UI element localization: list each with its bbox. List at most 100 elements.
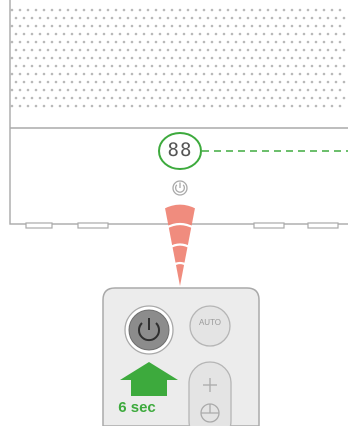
grille-hole: [235, 89, 238, 92]
grille-hole: [243, 73, 246, 76]
grille-hole: [87, 49, 90, 52]
grille-hole: [203, 9, 206, 12]
grille-hole: [183, 81, 186, 84]
grille-hole: [163, 9, 166, 12]
grille-hole: [83, 9, 86, 12]
grille-hole: [67, 25, 70, 28]
grille-hole: [171, 89, 174, 92]
grille-hole: [35, 25, 38, 28]
grille-hole: [199, 65, 202, 68]
hold-duration-label: 6 sec: [112, 399, 162, 416]
grille-hole: [191, 65, 194, 68]
grille-hole: [175, 49, 178, 52]
grille-hole: [307, 57, 310, 60]
grille-hole: [235, 25, 238, 28]
grille-hole: [75, 89, 78, 92]
grille-hole: [27, 9, 30, 12]
grille-hole: [79, 81, 82, 84]
grille-hole: [55, 81, 58, 84]
grille-hole: [283, 105, 286, 108]
grille-hole: [23, 65, 26, 68]
device-foot: [78, 223, 108, 228]
grille-hole: [11, 89, 14, 92]
grille-hole: [71, 97, 74, 100]
grille-hole: [323, 89, 326, 92]
grille-hole: [199, 49, 202, 52]
grille-hole: [247, 65, 250, 68]
grille-hole: [339, 73, 342, 76]
grille-hole: [71, 17, 74, 20]
grille-hole: [327, 33, 330, 36]
grille-hole: [31, 65, 34, 68]
grille-hole: [143, 49, 146, 52]
grille-hole: [151, 49, 154, 52]
grille-hole: [331, 89, 334, 92]
grille-hole: [127, 81, 130, 84]
grille-hole: [195, 73, 198, 76]
grille-hole: [247, 81, 250, 84]
grille-hole: [51, 25, 54, 28]
grille-hole: [231, 65, 234, 68]
grille-hole: [195, 41, 198, 44]
grille-hole: [51, 105, 54, 108]
grille-hole: [255, 33, 258, 36]
grille-hole: [255, 17, 258, 20]
grille-hole: [151, 65, 154, 68]
device-body: [10, 0, 348, 224]
grille-hole: [279, 17, 282, 20]
grille-hole: [323, 9, 326, 12]
grille-hole: [67, 105, 70, 108]
grille-hole: [155, 9, 158, 12]
grille-hole: [267, 73, 270, 76]
grille-hole: [147, 9, 150, 12]
grille-hole: [231, 17, 234, 20]
grille-hole: [47, 65, 50, 68]
grille-hole: [179, 57, 182, 60]
grille-hole: [51, 89, 54, 92]
grille-hole: [199, 97, 202, 100]
grille-hole: [31, 49, 34, 52]
grille-hole: [67, 41, 70, 44]
grille-hole: [143, 81, 146, 84]
remote-power-button[interactable]: [125, 306, 173, 354]
grille-hole: [171, 41, 174, 44]
grille-hole: [99, 25, 102, 28]
grille-hole: [219, 105, 222, 108]
grille-hole: [343, 33, 346, 36]
grille-hole: [147, 73, 150, 76]
grille-hole: [219, 25, 222, 28]
grille-hole: [123, 105, 126, 108]
grille-hole: [151, 81, 154, 84]
grille-hole: [207, 17, 210, 20]
remote-rocker-button[interactable]: [189, 362, 231, 426]
grille-hole: [323, 105, 326, 108]
grille-hole: [27, 73, 30, 76]
grille-hole: [291, 105, 294, 108]
grille-hole: [83, 41, 86, 44]
grille-hole: [279, 65, 282, 68]
grille-hole: [331, 25, 334, 28]
grille-hole: [95, 97, 98, 100]
grille-hole: [223, 81, 226, 84]
grille-hole: [43, 89, 46, 92]
grille-hole: [227, 73, 230, 76]
grille-hole: [143, 97, 146, 100]
grille-hole: [151, 33, 154, 36]
grille-hole: [291, 25, 294, 28]
grille-hole: [251, 9, 254, 12]
grille-hole: [255, 49, 258, 52]
grille-hole: [323, 73, 326, 76]
grille-hole: [187, 89, 190, 92]
grille-hole: [15, 17, 18, 20]
grille-hole: [219, 41, 222, 44]
grille-hole: [31, 17, 34, 20]
grille-hole: [191, 97, 194, 100]
grille-hole: [131, 41, 134, 44]
grille-hole: [63, 17, 66, 20]
grille-hole: [159, 81, 162, 84]
grille-hole: [179, 41, 182, 44]
grille-hole: [67, 89, 70, 92]
grille-hole: [331, 41, 334, 44]
grille-hole: [299, 105, 302, 108]
